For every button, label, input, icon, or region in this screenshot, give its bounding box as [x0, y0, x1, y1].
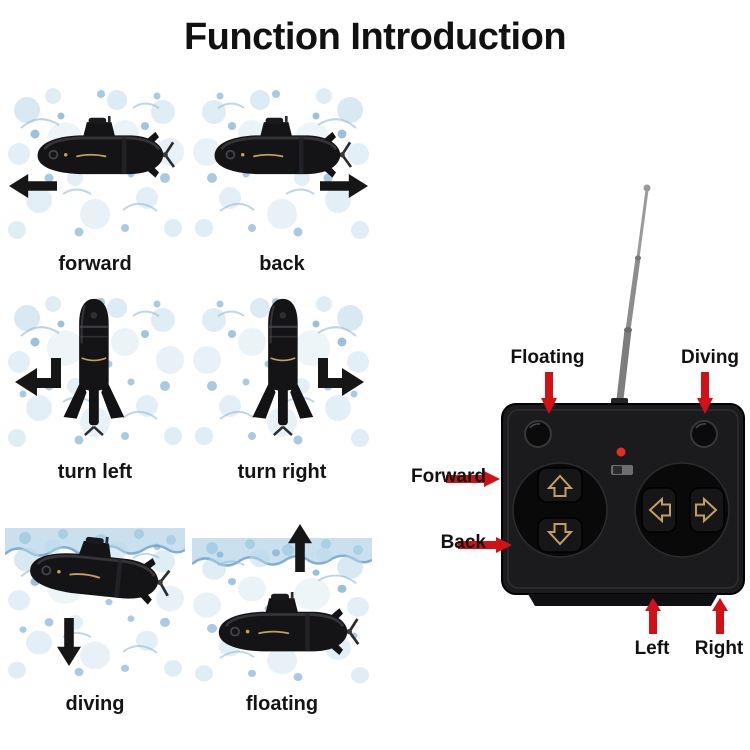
dpad-forward-back [512, 462, 608, 558]
left-button [641, 487, 677, 533]
callout-arrow-floating-icon [541, 372, 557, 414]
submarine-vertical-icon [251, 297, 315, 437]
function-label: turn right [237, 461, 327, 483]
grid-item-turn-left: turn left [5, 290, 185, 484]
grid-item-forward: forward [5, 82, 185, 276]
forward-button [537, 467, 583, 503]
back-button [537, 517, 583, 553]
grid-item-back: back [192, 82, 372, 276]
label-floating: Floating [510, 347, 585, 368]
submarine-floating-image [192, 524, 372, 685]
callout-arrow-forward-icon [446, 471, 500, 487]
function-label: turn left [57, 461, 133, 483]
callout-arrow-right-icon [712, 598, 728, 634]
label-right: Right [694, 638, 744, 659]
submarine-forward-image [7, 87, 185, 240]
callout-arrow-diving-icon [697, 372, 713, 414]
right-button [689, 487, 725, 533]
dpad-left-right [634, 462, 730, 558]
power-switch [611, 465, 633, 475]
floating-button [524, 420, 552, 448]
grid-item-floating: floating [192, 522, 372, 716]
power-led [616, 447, 626, 457]
submarine-side-icon [217, 590, 360, 657]
page-title: Function Introduction [183, 16, 567, 58]
label-forward: Forward [411, 466, 486, 487]
label-back: Back [440, 532, 486, 553]
remote-control-image [501, 184, 745, 606]
function-label: back [259, 253, 305, 275]
callout-arrow-left-icon [645, 598, 661, 634]
antenna-icon [611, 184, 651, 410]
submarine-turn-right-image [192, 295, 370, 448]
submarine-back-image [192, 87, 370, 240]
submarine-turn-left-image [7, 295, 185, 448]
grid-item-diving: diving [5, 522, 185, 716]
function-label: floating [245, 693, 319, 715]
grid-item-turn-right: turn right [192, 290, 372, 484]
callout-arrow-back-icon [458, 537, 512, 553]
function-label: forward [58, 253, 132, 275]
function-label: diving [65, 693, 125, 715]
submarine-vertical-icon [62, 297, 126, 437]
submarine-diving-image [5, 526, 185, 680]
label-left: Left [634, 638, 670, 659]
label-diving: Diving [680, 347, 740, 368]
diving-button [690, 420, 718, 448]
